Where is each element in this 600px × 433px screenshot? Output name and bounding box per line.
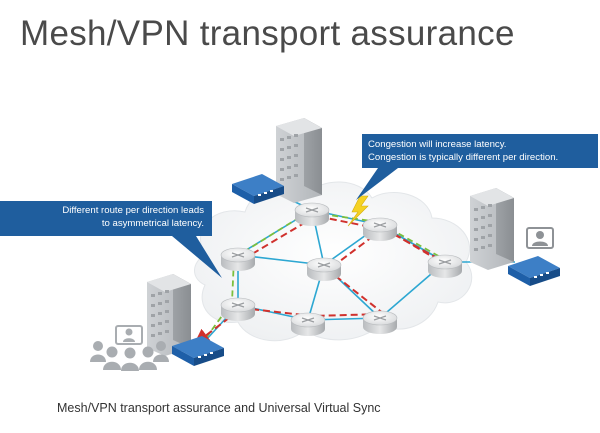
routers <box>220 202 463 336</box>
user-icon <box>526 227 554 249</box>
building-icon <box>276 118 322 203</box>
router-icon <box>220 247 256 271</box>
router-icon <box>220 297 256 321</box>
router-icon <box>290 312 326 336</box>
router-icon <box>427 254 463 278</box>
video-conference-icon <box>90 325 169 371</box>
router-icon <box>306 257 342 281</box>
callout-route-shape <box>0 201 222 278</box>
callout-congestion: Congestion will increase latency. Conges… <box>362 134 598 168</box>
network-appliance-icon <box>172 336 224 366</box>
callout-route-line1: Different route per direction leads <box>62 205 204 216</box>
network-appliance-icon <box>232 174 284 204</box>
callout-congestion-line2: Congestion is typically different per di… <box>368 152 559 163</box>
diagram-caption: Mesh/VPN transport assurance and Univers… <box>57 401 381 415</box>
callout-route-line2: to asymmetrical latency. <box>101 218 204 229</box>
building-icon <box>470 188 514 270</box>
router-icon <box>362 310 398 334</box>
callout-route: Different route per direction leads to a… <box>0 201 212 230</box>
lightning-icon <box>347 195 369 227</box>
building-icon <box>147 274 191 356</box>
page-title: Mesh/VPN transport assurance <box>20 14 515 53</box>
path-green <box>205 211 443 339</box>
router-icon <box>294 202 330 226</box>
network-appliance-icon <box>508 256 560 286</box>
router-icon <box>362 217 398 241</box>
callout-congestion-line1: Congestion will increase latency. <box>368 139 507 150</box>
callout-congestion-shape <box>356 134 598 200</box>
